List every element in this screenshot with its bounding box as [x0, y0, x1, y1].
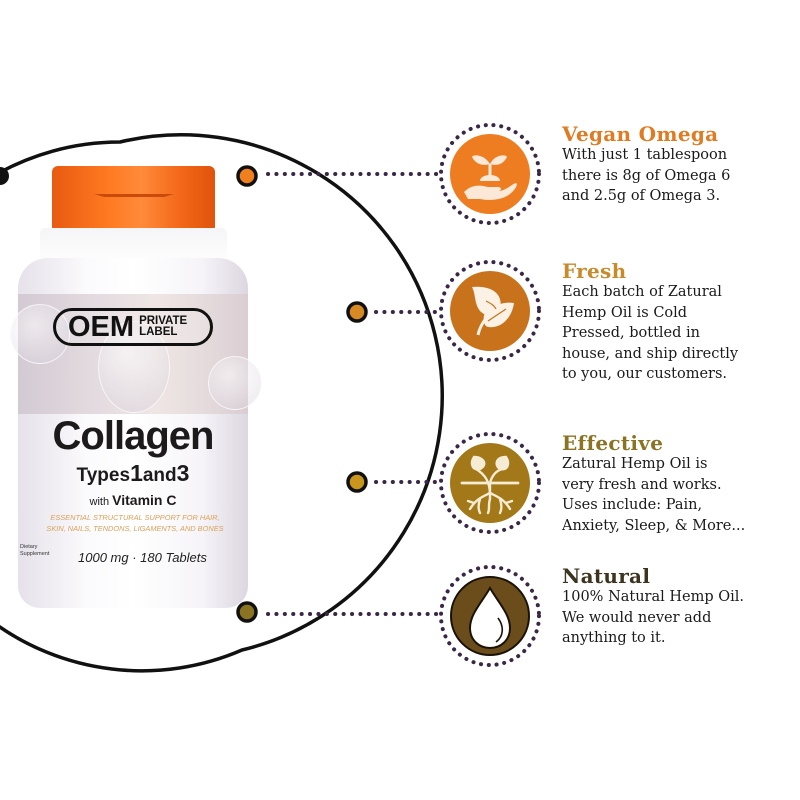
leaf-icon: [437, 258, 543, 364]
hand-sprout-icon: [437, 121, 543, 227]
bottle-cap: [52, 166, 215, 230]
badge-oem-text: OEM: [68, 310, 135, 343]
product-types: Types1and3: [76, 460, 190, 486]
sprout-roots-icon: [437, 430, 543, 536]
product-dose: 1000 mg · 180 Tablets: [78, 550, 207, 565]
feature-title: Fresh: [562, 259, 627, 283]
product-name: Collagen: [52, 414, 215, 458]
feature-description: 100% Natural Hemp Oil. We would never ad…: [562, 589, 745, 646]
feature-title: Vegan Omega: [562, 122, 719, 146]
feature-description: With just 1 tablespoon there is 8g of Om…: [562, 147, 731, 204]
molecule-bubble: [98, 321, 170, 413]
product-vitamin: with Vitamin C: [89, 492, 177, 508]
molecule-bubble: [208, 356, 262, 410]
product-description: ESSENTIAL STRUCTURAL SUPPORT FOR HAIR,SK…: [46, 513, 224, 533]
feature-title: Effective: [562, 431, 664, 455]
feature-description: Each batch of Zatural Hemp Oil is Cold P…: [562, 284, 739, 382]
feature-description: Zatural Hemp Oil is very fresh and works…: [562, 456, 746, 534]
feature-title: Natural: [562, 564, 651, 588]
oil-drop-icon: [437, 563, 543, 669]
